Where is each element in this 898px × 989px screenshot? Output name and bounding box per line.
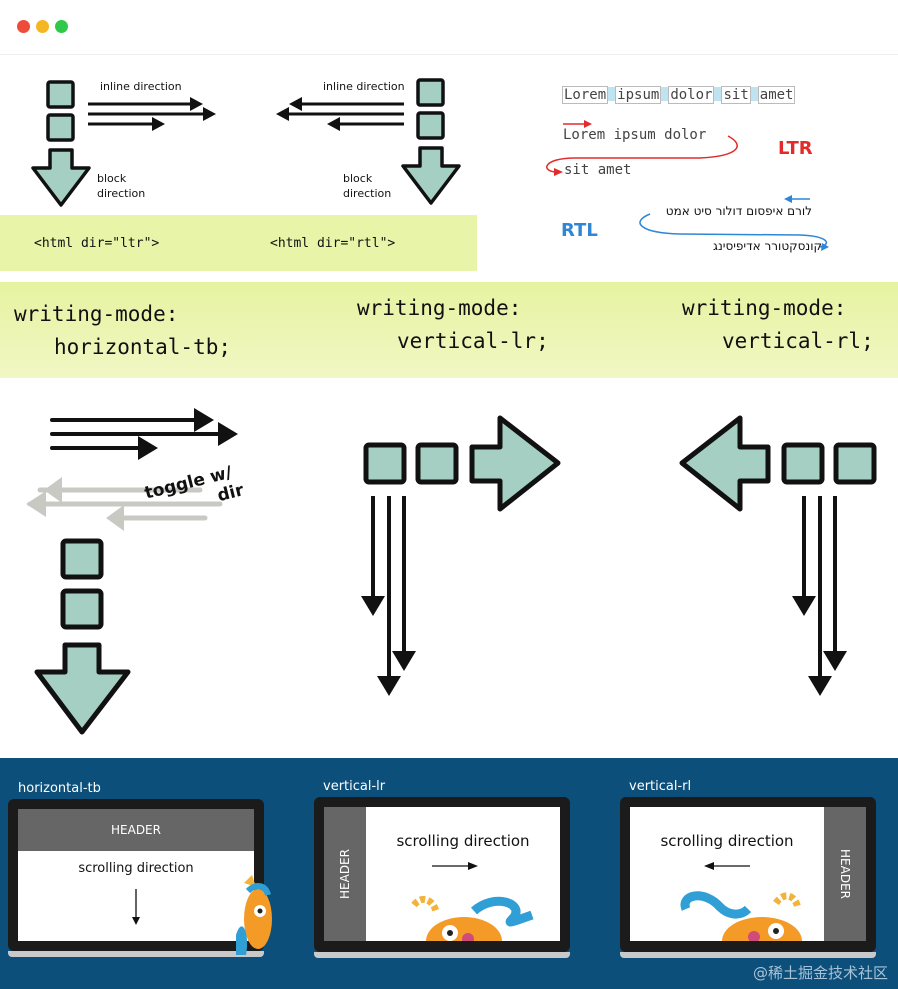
ltr-box-1 (46, 80, 75, 109)
scroll-direction-label: scrolling direction (660, 832, 794, 850)
ltr-line-2: sit amet (564, 162, 632, 178)
word-box: Lorem (562, 86, 609, 104)
monitor-screen: HEADER scrolling direction (324, 807, 560, 941)
rtl-block-arrow (401, 146, 461, 205)
vertical-lr-box-2 (415, 442, 459, 485)
monitor-base (314, 952, 570, 958)
monster-mascot-icon (680, 891, 802, 941)
scroll-direction-label: scrolling direction (78, 861, 194, 876)
ltr-direction-diagram (31, 78, 461, 207)
html-rtl-code: <html dir="rtl"> (270, 236, 396, 251)
vertical-lr-block-arrow (469, 415, 561, 512)
right-arrow-icon (432, 862, 478, 870)
word-box: dolor (668, 86, 715, 104)
watermark: @稀土掘金技术社区 (752, 964, 888, 982)
monitor-horizontal-tb: HEADER scrolling direction (8, 799, 264, 951)
monitor-label-vertical-rl: vertical-rl (629, 779, 692, 794)
horizontal-box-1 (60, 538, 104, 580)
rtl-inline-label: inline direction (323, 80, 405, 93)
writing-mode-property: writing-mode: (357, 296, 522, 320)
word-box: amet (757, 86, 796, 104)
ltr-label: LTR (778, 138, 813, 159)
monitor-base (8, 951, 264, 957)
writing-mode-value: horizontal-tb; (54, 335, 232, 359)
monster-mascot-icon (236, 875, 272, 955)
rtl-line-2: קונסקטורר אדיפיסינג (713, 239, 822, 253)
word-box: sit (721, 86, 751, 104)
monitor-vertical-rl: HEADER scrolling direction (620, 797, 876, 952)
html-ltr-code: <html dir="ltr"> (34, 236, 160, 251)
horizontal-block-arrow (34, 642, 131, 735)
monitor-label-vertical-lr: vertical-lr (323, 779, 386, 794)
rtl-block-label-line1: block (343, 172, 373, 185)
monitor-screen: HEADER scrolling direction (630, 807, 866, 941)
writing-mode-vertical-rl: writing-mode: vertical-rl; (682, 292, 874, 358)
ltr-inline-label: inline direction (100, 80, 182, 93)
monitor-label-horizontal-tb: horizontal-tb (18, 781, 101, 796)
ltr-flow-arrows (546, 120, 829, 251)
monitor-base (620, 952, 876, 958)
header-label: HEADER (838, 849, 853, 899)
ltr-block-label: block direction (97, 171, 145, 201)
writing-mode-bar (0, 282, 898, 378)
html-dir-code-bar (0, 215, 477, 271)
maximize-window-button[interactable] (55, 20, 68, 33)
ltr-line-1: Lorem ipsum dolor (563, 127, 707, 143)
rtl-label: RTL (561, 220, 598, 241)
monster-mascot-icon (411, 895, 534, 941)
vertical-lr-box-1 (363, 442, 407, 485)
rtl-block-label-line2: direction (343, 187, 392, 200)
rtl-line-1: לורם איפסום דולור סיט אמט (665, 204, 812, 218)
minimize-window-button[interactable] (36, 20, 49, 33)
header-label: HEADER (338, 849, 353, 899)
vertical-rl-box-2 (833, 442, 877, 485)
ltr-box-2 (46, 113, 75, 142)
horizontal-box-2 (60, 588, 104, 630)
ltr-block-arrow (31, 148, 91, 207)
monitor-vertical-lr: HEADER scrolling direction (314, 797, 570, 952)
writing-mode-property: writing-mode: (682, 296, 847, 320)
scroll-direction-label: scrolling direction (396, 832, 530, 850)
rtl-box-2 (416, 111, 445, 140)
down-arrow-icon (132, 889, 140, 925)
rtl-box-1 (416, 78, 445, 107)
header-bar: HEADER (18, 809, 254, 851)
header-bar: HEADER (324, 807, 366, 941)
vertical-rl-block-arrow (679, 415, 771, 512)
left-arrow-icon (704, 862, 750, 870)
header-bar: HEADER (824, 807, 866, 941)
writing-mode-horizontal-tb: writing-mode: horizontal-tb; (14, 298, 231, 364)
word-box: ipsum (615, 86, 662, 104)
close-window-button[interactable] (17, 20, 30, 33)
rtl-block-label: block direction (343, 171, 391, 201)
writing-mode-value: vertical-lr; (397, 329, 549, 353)
window-titlebar (0, 0, 898, 55)
writing-mode-diagrams (26, 408, 877, 735)
writing-mode-vertical-lr: writing-mode: vertical-lr; (357, 292, 549, 358)
writing-mode-value: vertical-rl; (722, 329, 874, 353)
ltr-block-label-line1: block (97, 172, 127, 185)
vertical-rl-box-1 (781, 442, 825, 485)
monitor-screen: HEADER scrolling direction (18, 809, 254, 941)
writing-mode-property: writing-mode: (14, 302, 179, 326)
ltr-block-label-line2: direction (97, 187, 146, 200)
